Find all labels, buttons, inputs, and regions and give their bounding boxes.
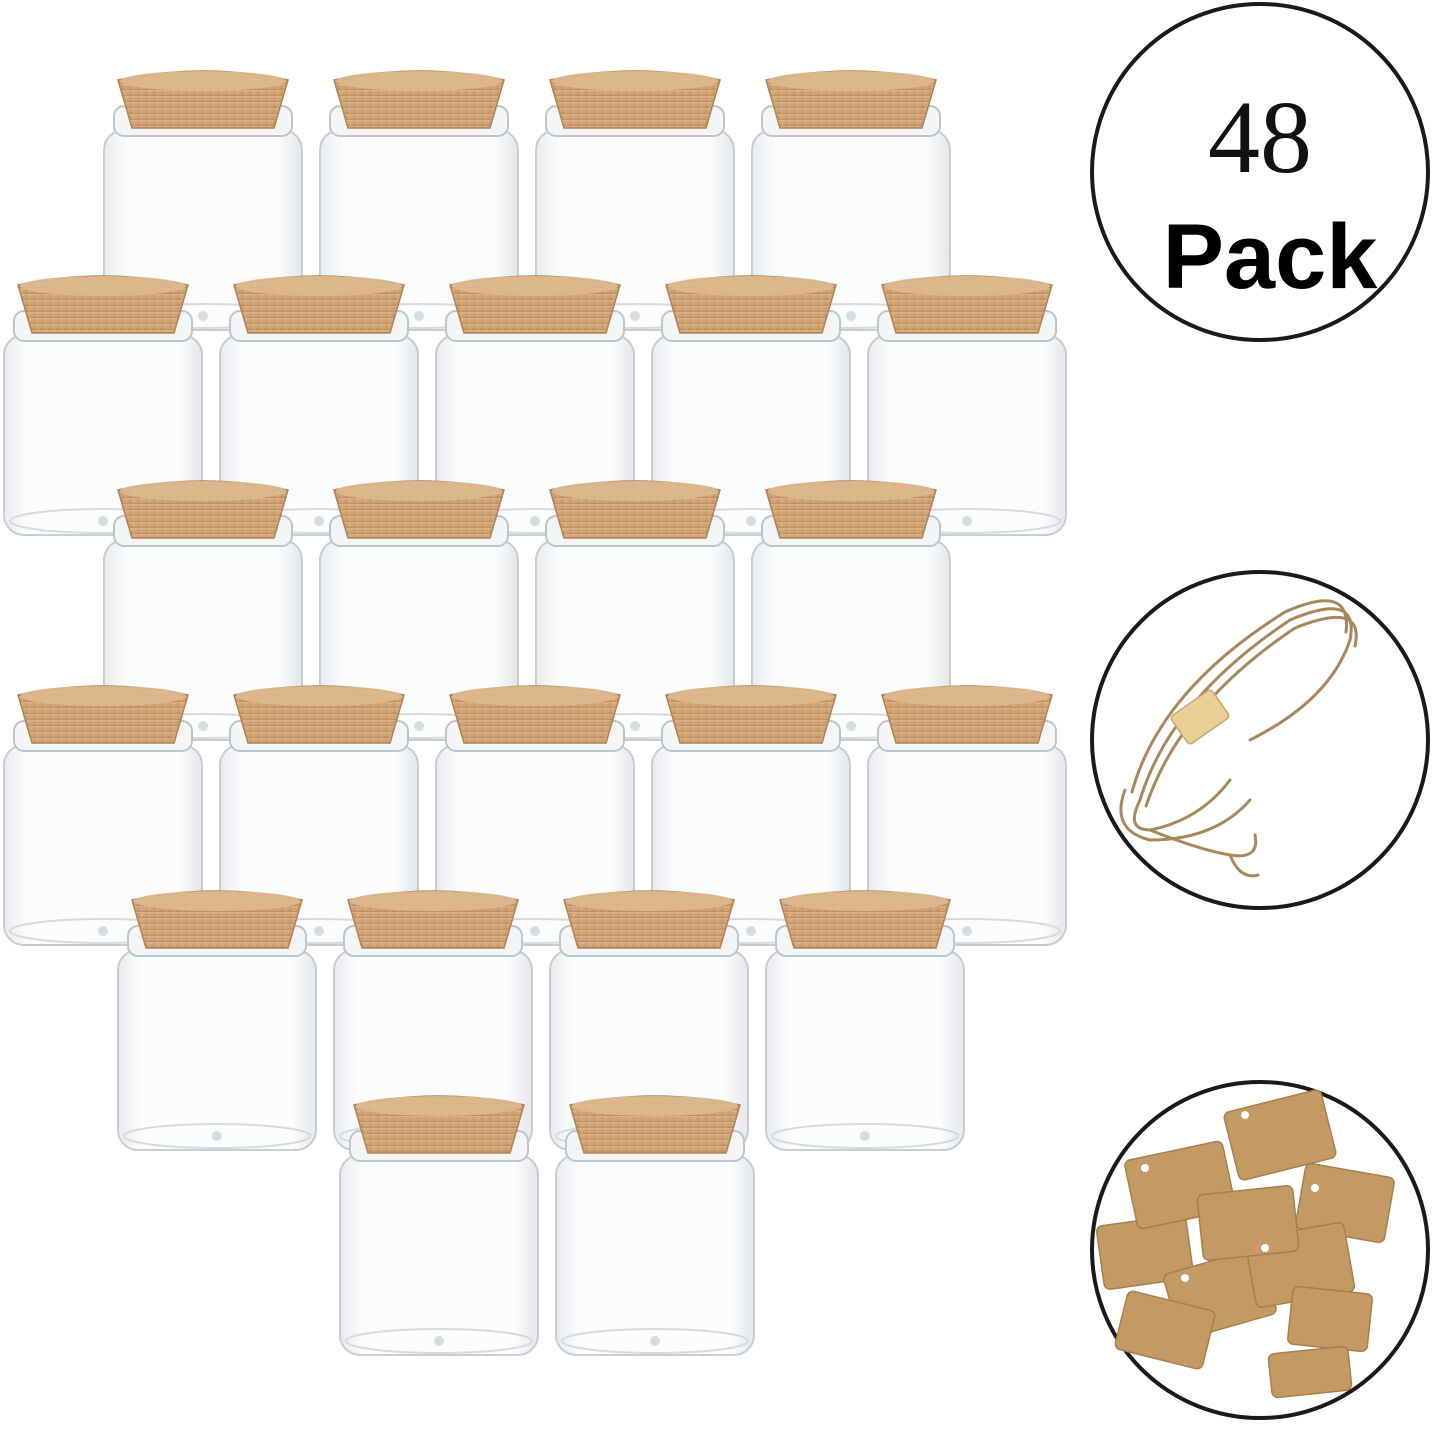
glass-jar (867, 275, 1067, 536)
glass-jar (535, 70, 735, 331)
glass-jar (339, 1095, 539, 1356)
glass-jar (765, 890, 965, 1151)
glass-jar (117, 890, 317, 1151)
pack-count: 48 (1208, 80, 1312, 195)
twine-icon (1119, 599, 1358, 878)
pack-label: Pack (1163, 206, 1379, 308)
twine-circle (1090, 570, 1430, 910)
glass-jar (555, 1095, 755, 1356)
kraft-tag-icon (1096, 1089, 1395, 1399)
tags-circle (1090, 1080, 1430, 1420)
glass-jar (3, 685, 203, 946)
pack-badge: 48 Pack (1090, 2, 1430, 342)
jar-grid (3, 70, 1067, 1356)
